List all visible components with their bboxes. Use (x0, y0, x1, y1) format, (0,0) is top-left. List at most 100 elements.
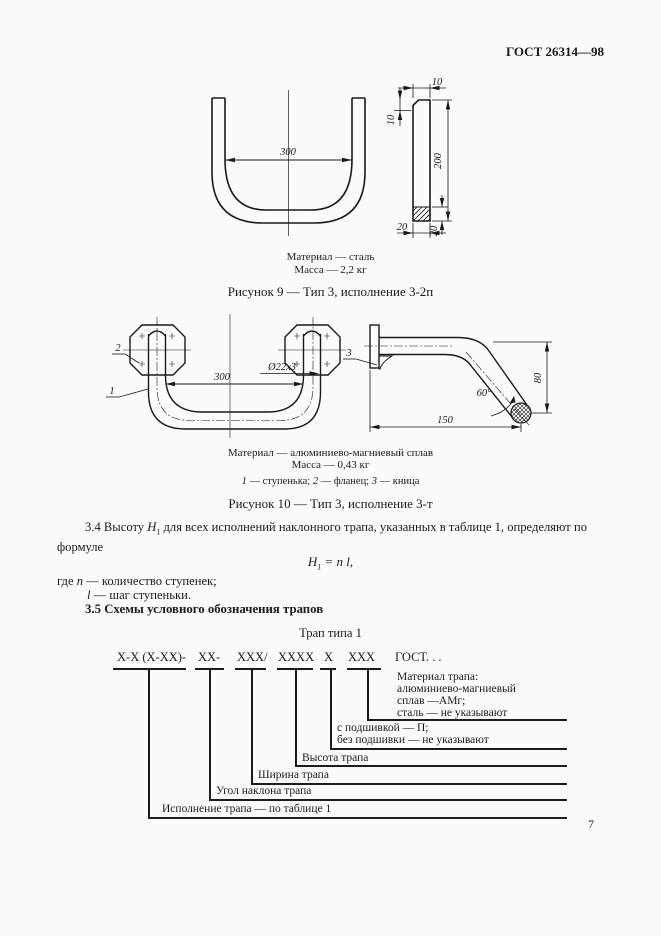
fig9-dim-height-text: 200 (433, 152, 444, 169)
fig9-dim-side-text: 10 (386, 114, 397, 125)
fig10-dim-angle-text: 60° (477, 388, 493, 399)
fig10-flange-crosses (123, 333, 346, 367)
para-3-4-lead: 3.4 Высоту (85, 520, 148, 534)
fig10-legend: 1 — ступенька; 2 — фланец; 3 — кница (0, 476, 661, 487)
where-n-var: n (76, 574, 83, 588)
where-l-text: — шаг ступеньки. (90, 588, 192, 602)
fig9-side-view (412, 99, 431, 222)
fig10-dim-height (493, 341, 552, 414)
scheme-label-angle: Угол наклона трапа (216, 785, 312, 797)
heading-3-5: 3.5 Схемы условного обозначения трапов (85, 602, 324, 616)
fig10-dim-length (369, 370, 522, 432)
where-n-text: — количество ступенек; (82, 574, 217, 588)
scheme-label-material-line4: сталь — не указывают (397, 707, 508, 719)
scheme-code-group-4: ХХХХ (278, 650, 315, 664)
scheme-label-line-lining (330, 748, 567, 750)
legend-text-3: — кница (376, 476, 420, 487)
scheme-label-material: Материал трапа: алюминиево-магниевый спл… (397, 671, 516, 719)
scheme-label-lining: с подшивкой — П; без подшивки — не указы… (337, 722, 489, 746)
fig9-dim-lines (394, 84, 452, 238)
scheme-underline-3 (235, 668, 266, 670)
fig9-dim-width-text: 300 (279, 147, 297, 158)
scheme-underline-6 (347, 668, 381, 670)
fig10-tube-section (510, 402, 532, 424)
fig10-callout-step: 1 (109, 386, 114, 397)
scheme-label-height: Высота трапа (302, 752, 369, 764)
scheme-gost-suffix: ГОСТ. . . (395, 650, 442, 664)
fig10-dim-tube-text: Ø22х3 (267, 362, 296, 373)
scheme-drop-line-3 (251, 668, 253, 783)
fig10-dim-length-text: 150 (437, 415, 454, 426)
scheme-label-line-material (367, 719, 567, 721)
fig9-material: Материал — сталь (286, 251, 375, 263)
fig9-hatched-section (412, 206, 431, 222)
fig10-dim-width-text: 300 (213, 372, 231, 383)
fig10-callout-flange: 2 (115, 343, 121, 354)
scheme-drop-line-4 (295, 668, 297, 765)
formula-h1: Н1 = n l, (0, 554, 661, 572)
fig10-mass: Масса — 0,43 кг (291, 459, 370, 471)
legend-text-1: — ступенька; (246, 476, 313, 487)
legend-num-1: 1 (241, 476, 247, 487)
where-l-var: l (87, 588, 91, 602)
fig10-side-view (369, 324, 528, 418)
fig10-dim-width (165, 381, 304, 387)
fig9-caption: Рисунок 9 — Тип 3, исполнение 3-2п (227, 284, 434, 299)
scheme-label-line-angle (209, 799, 567, 801)
fig9-dim-width (225, 157, 352, 163)
scheme-label-line-width (251, 783, 567, 785)
formula-var: Н (307, 554, 318, 569)
para-3-4-rest: для всех исполнений наклонного трапа, ук… (57, 520, 587, 554)
paragraph-3-4: 3.4 Высоту Н1 для всех исполнений наклон… (57, 520, 606, 554)
scheme-code-group-1: Х-Х (Х-ХХ)- (117, 650, 187, 664)
para-3-4-var-sub: 1 (156, 527, 161, 537)
formula-sub: 1 (317, 562, 322, 572)
scheme-label-lining-line2: без подшивки — не указывают (337, 734, 489, 746)
scheme-code-group-3: ХХХ/ (237, 650, 268, 664)
scheme-underline-5 (320, 668, 336, 670)
scheme-subtitle: Трап типа 1 (299, 626, 362, 640)
legend-num-3: 3 (371, 476, 377, 487)
scheme-code-group-6: ХХХ (348, 650, 376, 664)
scheme-label-line-height (295, 765, 567, 767)
fig10-callout-lines (106, 353, 378, 398)
scheme-label-lining-line1: с подшивкой — П; (337, 722, 429, 734)
scheme-drop-line-5 (330, 668, 332, 748)
formula-rhs: = n l, (321, 554, 354, 569)
fig10-centerlines (156, 317, 314, 421)
scheme-code-group-5: Х (324, 650, 334, 664)
fig10-step-tube (147, 330, 322, 430)
scheme-drop-line-6 (367, 668, 369, 719)
scheme-drop-line-2 (209, 668, 211, 799)
doc-number-header: ГОСТ 26314—98 (505, 44, 604, 59)
fig10-flanges (129, 324, 341, 376)
scheme-label-material-line1: Материал трапа: (397, 671, 479, 683)
legend-text-2: — фланец; (318, 476, 372, 487)
fig9-dim-foot-h-text: 20 (429, 225, 440, 236)
where-l-line: l — шаг ступеньки. (87, 588, 191, 602)
scheme-drop-line-1 (148, 668, 150, 817)
where-n-line: где n — количество ступенек; (57, 574, 217, 588)
scheme-label-width: Ширина трапа (258, 769, 329, 781)
fig10-dim-height-text: 80 (533, 372, 544, 383)
fig10-side-axis (364, 345, 530, 426)
fig10-callout-bracket: 3 (345, 348, 351, 359)
fig10-material: Материал — алюминиево-магниевый сплав (227, 447, 434, 459)
figure9-drawing: 300 (211, 77, 452, 238)
scheme-label-line-execution (148, 817, 567, 819)
scheme-label-material-line2: алюминиево-магниевый (397, 683, 516, 695)
para-3-4-var: Н (147, 520, 157, 534)
scheme-code-group-2: ХХ- (198, 650, 221, 664)
where-intro: где (57, 574, 77, 588)
figure10-drawing: 300 Ø22х3 2 1 3 (106, 314, 552, 438)
scheme-underline-1 (113, 668, 186, 670)
fig10-tube-leader (260, 371, 319, 376)
fig10-caption: Рисунок 10 — Тип 3, исполнение 3-т (228, 496, 433, 511)
fig9-mass: Масса — 2,2 кг (294, 264, 367, 276)
fig10-angle-arc (490, 396, 516, 417)
page-number: 7 (588, 817, 594, 831)
fig9-dim-foot-w-text: 20 (397, 222, 408, 233)
scheme-label-execution: Исполнение трапа — по таблице 1 (162, 803, 332, 815)
scheme-label-material-line3: сплав —АМг; (397, 695, 466, 707)
